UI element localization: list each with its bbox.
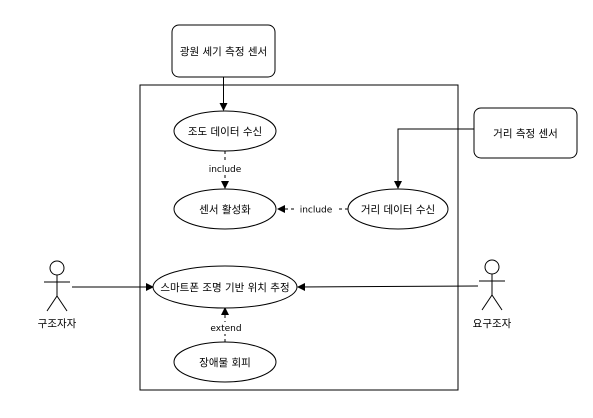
distance-sensor-label: 거리 측정 센서 <box>493 128 558 140</box>
actor-requester-head-icon <box>484 259 500 275</box>
actor-requester-label: 요구조자 <box>473 318 512 330</box>
include-label-2: include <box>300 206 333 216</box>
usecase-obstacle-label: 장애물 회피 <box>199 357 251 369</box>
usecase-location[interactable]: 스마트폰 조명 기반 위치 추정 <box>152 265 298 309</box>
requester-to-location <box>297 282 479 291</box>
usecase-activate[interactable]: 센서 활성화 <box>173 188 277 230</box>
usecase-activate-label: 센서 활성화 <box>199 203 251 216</box>
actor-rescuer-label: 구조자자 <box>38 318 77 330</box>
light-sensor-label: 광원 세기 측정 센서 <box>180 46 267 58</box>
usecase-distance-label: 거리 데이터 수신 <box>361 204 435 216</box>
usecase-distance[interactable]: 거리 데이터 수신 <box>347 188 449 230</box>
include-label-1: include <box>209 165 242 175</box>
usecase-illuminance-label: 조도 데이터 수신 <box>188 126 262 138</box>
extend-label: extend <box>210 324 241 334</box>
actor-rescuer[interactable] <box>44 260 70 312</box>
usecase-obstacle[interactable]: 장애물 회피 <box>173 341 277 383</box>
actor-rescuer-head-icon <box>49 260 65 276</box>
system-boundary <box>139 84 459 391</box>
actor-requester[interactable] <box>479 259 505 311</box>
distance-sensor-to-distance-usecase <box>394 128 474 189</box>
distance-sensor-box[interactable]: 거리 측정 센서 <box>473 107 578 159</box>
usecase-location-label: 스마트폰 조명 기반 위치 추정 <box>160 281 289 294</box>
usecase-illuminance[interactable]: 조도 데이터 수신 <box>173 110 277 152</box>
light-sensor-box[interactable]: 광원 세기 측정 센서 <box>171 24 276 78</box>
